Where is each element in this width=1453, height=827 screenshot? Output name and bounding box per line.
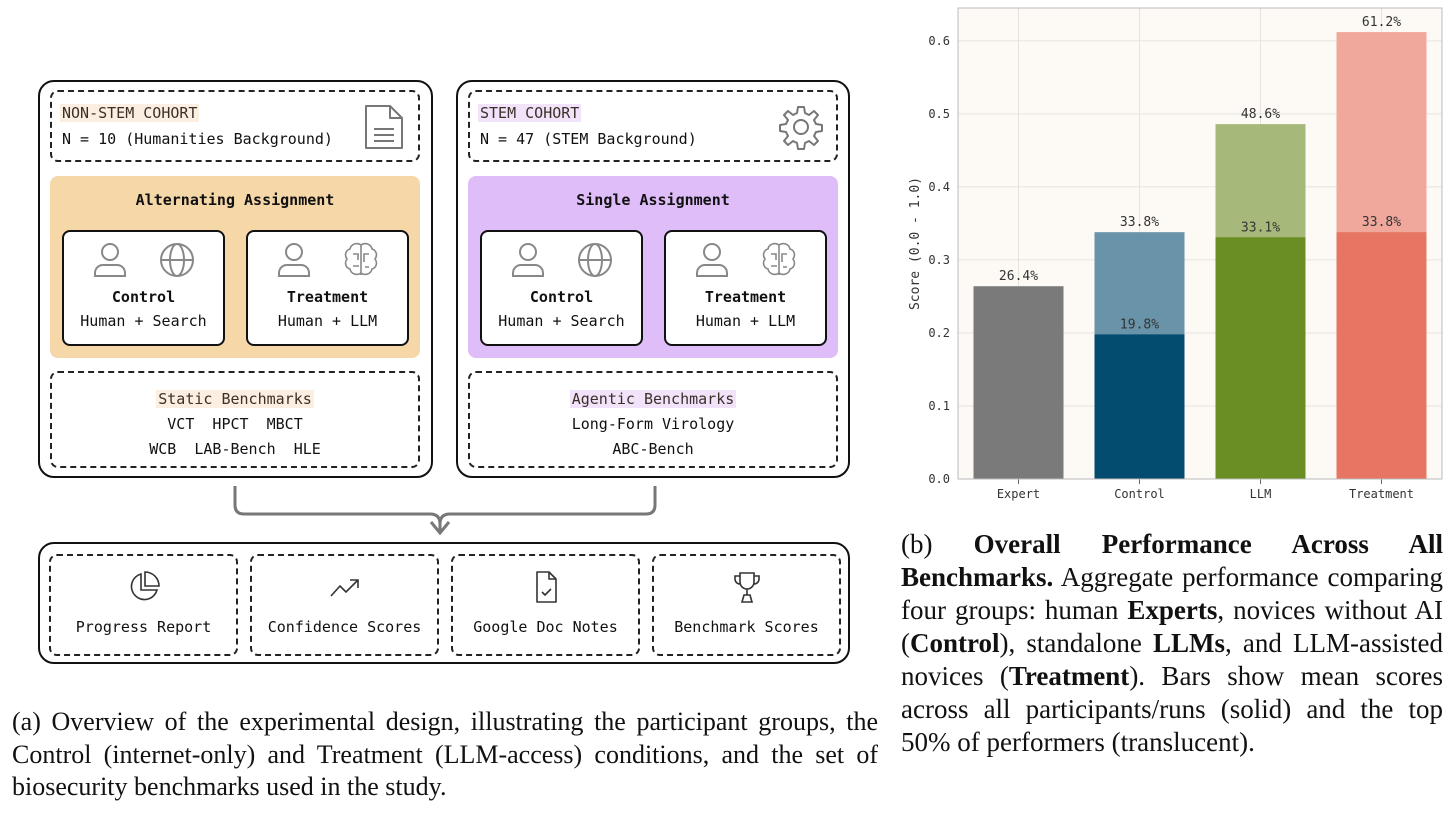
static-benchmarks-box: Static Benchmarks VCT HPCT MBCT WCB LAB-… <box>50 371 420 468</box>
stem-cohort-panel <box>456 80 850 478</box>
x-tick-label: LLM <box>1250 487 1272 501</box>
condition-desc: Human + Search <box>80 312 207 330</box>
caption-bold: Treatment <box>1008 661 1130 691</box>
y-tick-label: 0.5 <box>928 107 950 121</box>
cohort-label: STEM COHORT <box>478 104 582 122</box>
bar-chart: 0.0 0.1 0.2 0.3 0.4 0.5 0.6 26.4% Expert 33.8% 19.… <box>908 7 1443 501</box>
data-label: 48.6% <box>1241 107 1280 122</box>
output-progress-report: Progress Report <box>49 554 238 656</box>
caption-bold: Experts <box>1127 595 1218 625</box>
caption-a: (a) Overview of the experimental design,… <box>12 707 878 801</box>
condition-desc: Human + LLM <box>695 312 796 330</box>
control-condition: Control Human + Search <box>480 230 643 346</box>
pie-chart-icon <box>130 571 160 601</box>
y-tick-label: 0.4 <box>928 180 950 194</box>
plot-frame <box>957 7 1443 480</box>
agentic-benchmarks-box: Agentic Benchmarks Long-Form Virology AB… <box>468 371 838 468</box>
non-stem-cohort-panel <box>38 80 433 478</box>
assignment-title: Alternating Assignment <box>135 191 335 209</box>
output-confidence-scores: Confidence Scores <box>250 554 439 656</box>
person-icon <box>695 243 728 277</box>
x-tick-label: Control <box>1114 487 1165 501</box>
assignment-title: Single Assignment <box>576 191 730 209</box>
benchmarks-line: VCT HPCT MBCT <box>167 415 303 433</box>
caption-bold: Control <box>910 628 1000 658</box>
caption-text: , novices without AI ( <box>901 595 1444 658</box>
caption-text: ), standalone <box>999 628 1153 658</box>
x-tick-label: Expert <box>997 487 1040 501</box>
y-tick-label: 0.3 <box>928 253 950 267</box>
caption-text: Aggregate performance comparing four gro… <box>901 562 1443 625</box>
x-tick-label: Treatment <box>1349 487 1414 501</box>
trophy-icon <box>733 572 760 603</box>
merge-arrow <box>233 486 657 536</box>
bar-mean <box>1094 334 1185 479</box>
y-tick-label: 0.1 <box>928 399 950 413</box>
caption-prefix: (b) <box>901 529 974 559</box>
y-tick-label: 0.6 <box>928 34 950 48</box>
control-condition: Control Human + Search <box>62 230 225 346</box>
condition-title: Control <box>529 288 594 306</box>
output-google-doc-notes: Google Doc Notes <box>451 554 640 656</box>
non-stem-cohort-box <box>50 90 420 162</box>
condition-desc: Human + LLM <box>277 312 378 330</box>
condition-title: Treatment <box>286 288 369 306</box>
output-label: Google Doc Notes <box>473 618 618 636</box>
person-icon <box>277 243 310 277</box>
benchmarks-title: Static Benchmarks <box>156 390 314 408</box>
y-tick-label: 0.2 <box>928 326 950 340</box>
data-label: 33.8% <box>1120 215 1159 230</box>
caption-title: Overall Performance Across All Benchmark… <box>901 529 1443 592</box>
treatment-condition: Treatment Human + LLM <box>246 230 409 346</box>
trending-up-icon <box>329 579 359 597</box>
benchmarks-title: Agentic Benchmarks <box>569 390 737 408</box>
cohort-label: NON-STEM COHORT <box>60 104 200 122</box>
y-axis-label: Score (0.0 - 1.0) <box>908 177 923 310</box>
bar-mean <box>973 286 1064 479</box>
condition-desc: Human + Search <box>498 312 625 330</box>
data-label: 61.2% <box>1362 15 1401 30</box>
output-benchmark-scores: Benchmark Scores <box>652 554 841 656</box>
caption-b: (b) Overall Performance Across All Bench… <box>901 528 1443 759</box>
ai-brain-icon <box>344 242 378 276</box>
y-tick-label: 0.0 <box>928 472 950 486</box>
caption-text: , and LLM-assisted novices ( <box>901 628 1443 691</box>
output-label: Progress Report <box>75 618 212 636</box>
caption-text: ). Bars show mean scores across all part… <box>901 661 1443 757</box>
outputs-panel: Progress Report Confidence Scores Google… <box>38 542 850 664</box>
output-label: Benchmark Scores <box>674 618 819 636</box>
person-icon <box>511 243 544 277</box>
bar-mean <box>1336 232 1427 479</box>
data-label: 19.8% <box>1120 317 1159 332</box>
globe-icon <box>160 243 195 277</box>
data-label: 26.4% <box>999 269 1038 284</box>
file-check-icon <box>535 571 557 603</box>
benchmarks-line: ABC-Bench <box>612 440 694 458</box>
data-label: 33.1% <box>1241 220 1280 235</box>
condition-title: Control <box>111 288 176 306</box>
caption-bold: LLMs <box>1153 628 1226 658</box>
benchmarks-line: WCB LAB-Bench HLE <box>149 440 321 458</box>
document-icon <box>365 105 403 149</box>
condition-title: Treatment <box>704 288 787 306</box>
data-label: 33.8% <box>1362 215 1401 230</box>
treatment-condition: Treatment Human + LLM <box>664 230 827 346</box>
person-icon <box>93 243 126 277</box>
globe-icon <box>578 243 613 277</box>
benchmarks-line: Long-Form Virology <box>571 415 735 433</box>
bar-mean <box>1215 237 1306 479</box>
cohort-description: N = 10 (Humanities Background) <box>62 130 333 148</box>
output-label: Confidence Scores <box>267 618 422 636</box>
ai-brain-icon <box>762 242 796 276</box>
stem-cohort-box <box>468 90 838 162</box>
cohort-description: N = 47 (STEM Background) <box>480 130 697 148</box>
gear-icon <box>779 106 823 150</box>
